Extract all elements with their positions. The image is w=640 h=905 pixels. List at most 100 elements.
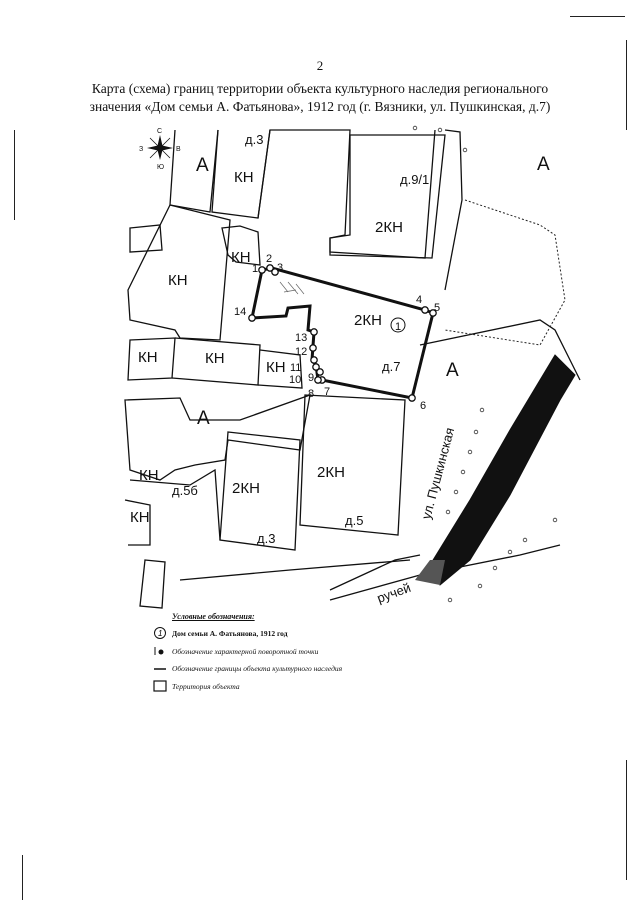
point-3 (271, 268, 279, 276)
street-name: ул. Пушкинская (418, 426, 457, 521)
house-d9-1: д.9/1 (400, 172, 429, 187)
point-12 (309, 344, 317, 352)
scan-edge-top (570, 16, 625, 17)
point-label-9: 9 (308, 372, 314, 384)
scan-edge-left-top (14, 130, 15, 220)
point-8 (314, 376, 322, 384)
zone-a-top-right: А (537, 154, 550, 175)
stream-name: ручей (375, 580, 413, 606)
stream-bank (329, 554, 421, 591)
dashed-parcel-lines (444, 199, 566, 346)
zone-kn-6: КН (266, 359, 286, 376)
parcel-left-top (169, 129, 219, 213)
point-label-4: 4 (416, 294, 422, 306)
parcel-bottom-row (179, 559, 411, 581)
point-label-10: 10 (289, 374, 301, 386)
page-number: 2 (316, 58, 324, 73)
street-edge-bottom (329, 544, 561, 601)
legend-territory-label: Территория объекта (172, 681, 240, 691)
zone-kn-1: КН (234, 169, 254, 186)
street-dark-edge (415, 560, 445, 585)
territory-box-icon (150, 680, 170, 692)
compass-e: В (176, 146, 181, 153)
turning-points (248, 264, 437, 402)
parcel-strip-left (129, 224, 163, 253)
zone-kn-7: КН (139, 467, 159, 484)
object-marker: 1 (390, 317, 406, 333)
compass-s: Ю (157, 164, 164, 171)
verge-dots (412, 125, 558, 603)
parcel-outlines (124, 129, 581, 609)
parcel-row-kn2 (171, 337, 261, 386)
point-14 (248, 314, 256, 322)
map-title: Карта (схема) границ территории объекта … (40, 80, 600, 116)
parcel-street-right (444, 129, 463, 291)
dashed-east-lot (444, 199, 566, 346)
house-d5: д.5 (345, 513, 363, 528)
legend-row-boundary: Обозначение границы объекта культурного … (150, 664, 342, 673)
svg-text:1: 1 (158, 629, 162, 638)
zone-a-top-left: А (196, 155, 209, 176)
point-labels: 1 2 3 4 5 6 7 8 9 10 11 12 13 14 (234, 253, 440, 412)
point-10 (312, 363, 320, 371)
scan-edge-right-bottom (626, 760, 627, 880)
title-line-1: Карта (схема) границ территории объекта … (91, 81, 549, 96)
parcel-bottom-small (139, 559, 166, 609)
point-label-13: 13 (295, 332, 307, 344)
point-6 (408, 394, 416, 402)
building-hatch (279, 281, 305, 295)
zone-kn-8: КН (130, 509, 150, 526)
zone-kn-2: КН (231, 249, 251, 266)
heritage-boundary (250, 266, 435, 400)
zone-kn-4: КН (138, 349, 158, 366)
legend-row-point: Обозначение характерной поворотной точки (150, 646, 318, 656)
legend-point-label: Обозначение характерной поворотной точки (172, 646, 319, 656)
point-label-14: 14 (234, 306, 246, 318)
zone-2kn-4: 2КН (232, 480, 260, 497)
legend-row-object: 1 Дом семьи А. Фатьянова, 1912 год (150, 626, 288, 640)
point-1 (258, 266, 266, 274)
zone-2kn-3: 2КН (317, 464, 345, 481)
house-d7: д.7 (382, 359, 400, 374)
scan-edge-left-bottom (22, 855, 23, 900)
point-label-3: 3 (277, 262, 283, 274)
point-2 (266, 264, 274, 272)
point-label-2: 2 (266, 253, 272, 265)
parcel-bottom-left (124, 499, 151, 546)
parcel-d9-1 (329, 134, 446, 259)
street-edge-west (419, 319, 581, 381)
legend-object-label: Дом семьи А. Фатьянова, 1912 год (172, 628, 288, 638)
point-label-6: 6 (420, 400, 426, 412)
parcel-d5 (299, 394, 406, 536)
point-label-12: 12 (295, 346, 307, 358)
house-d5b: д.5б (172, 483, 198, 498)
svg-text:1: 1 (395, 321, 401, 333)
point-5 (429, 309, 437, 317)
compass-rose: С Ю З В (139, 128, 181, 171)
legend-boundary-label: Обозначение границы объекта культурного … (172, 664, 343, 673)
point-13 (310, 328, 318, 336)
parcel-d5b-edge (129, 468, 221, 541)
parcel-central-lot (257, 129, 436, 259)
zone-a-lower-left: А (197, 408, 210, 429)
turning-point-icon (150, 646, 170, 656)
zone-2kn-1: 2КН (375, 219, 403, 236)
compass-w: З (139, 146, 143, 153)
house-d3-top: д.3 (245, 132, 263, 147)
zone-kn-3: КН (168, 272, 188, 289)
zone-kn-5: КН (205, 350, 225, 367)
zone-a-right: А (446, 360, 459, 381)
house-numbers: д.3 д.9/1 д.7 д.5б д.3 д.5 (172, 132, 429, 546)
title-line-2: значения «Дом семьи А. Фатьянова», 1912 … (89, 99, 551, 114)
legend-header: Условные обозначения: (172, 612, 255, 621)
point-4 (421, 306, 429, 314)
point-label-5: 5 (434, 302, 440, 314)
zone-labels: А А А А КН КН КН КН КН КН КН КН 2КН 2КН … (130, 154, 550, 526)
zone-2kn-object: 2КН (354, 312, 382, 329)
parcel-kn-annex (221, 225, 261, 266)
point-label-7: 7 (324, 386, 330, 398)
legend-row-territory: Территория объекта (150, 680, 240, 692)
street-dark-band (429, 354, 576, 586)
point-11 (310, 356, 318, 364)
